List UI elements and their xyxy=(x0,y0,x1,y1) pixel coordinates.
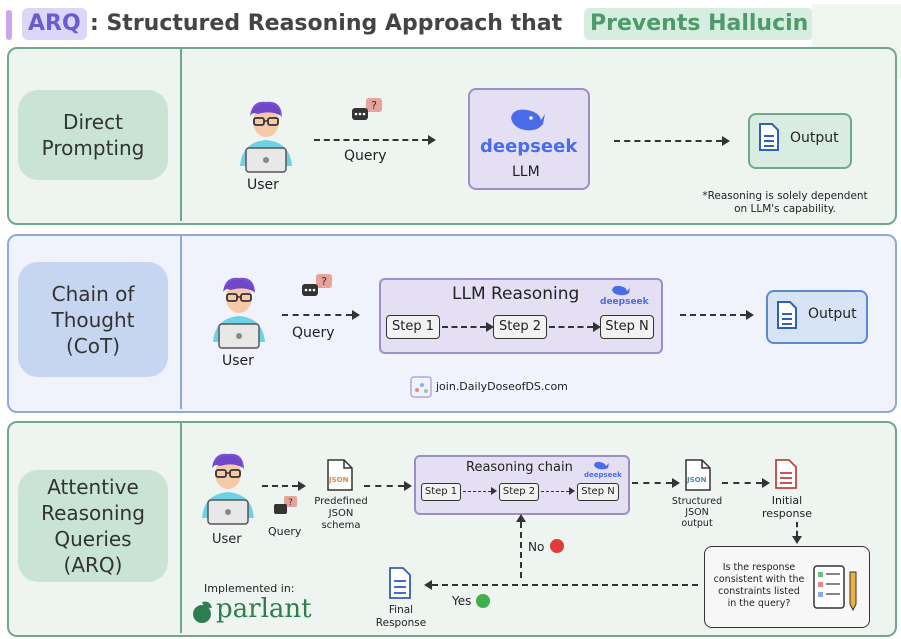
json-file-icon xyxy=(327,459,353,491)
svg-text:?: ? xyxy=(371,99,377,112)
user-label: User xyxy=(222,353,254,369)
output-label: Output xyxy=(808,306,857,322)
deepseek-brand: deepseek xyxy=(480,136,578,157)
final-document-icon xyxy=(389,567,411,599)
user-icon xyxy=(240,101,292,173)
query-label: Query xyxy=(292,325,335,341)
output-arrow-line xyxy=(680,314,746,316)
query-arrowhead xyxy=(352,310,360,320)
step-n: Step N xyxy=(577,483,619,501)
title-accent-bar xyxy=(6,10,12,40)
output-arrow-line xyxy=(614,140,722,142)
document-icon xyxy=(777,301,797,329)
deepseek-brand: deepseek xyxy=(584,471,622,479)
step-arrowhead xyxy=(569,487,575,495)
output-arrowhead xyxy=(746,310,754,320)
svg-text:?: ? xyxy=(288,498,293,508)
step-arrow-line xyxy=(442,326,486,328)
step-arrowhead xyxy=(486,322,494,332)
yes-label: Yes xyxy=(452,594,472,608)
chat-question-icon: ? xyxy=(352,98,382,120)
json-file-icon xyxy=(685,459,711,491)
user-label: User xyxy=(247,177,279,193)
initial-arrow-line xyxy=(722,482,762,484)
schema-arrowhead xyxy=(404,481,412,491)
panel-divider xyxy=(180,236,182,409)
title-arq: ARQ xyxy=(22,8,87,40)
checklist-icon xyxy=(813,565,857,612)
panel-divider xyxy=(180,49,182,221)
json-tag: JSON xyxy=(687,476,707,484)
output-arrowhead xyxy=(722,136,730,146)
llm-box xyxy=(468,88,590,190)
chat-question-icon: ? xyxy=(274,496,297,514)
title-highlight: Prevents Hallucin xyxy=(584,8,815,40)
step-arrowhead xyxy=(593,322,601,332)
output-label: Output xyxy=(790,130,839,146)
step-arrow-line xyxy=(549,326,593,328)
user-label: User xyxy=(212,532,242,547)
step-2: Step 2 xyxy=(499,483,539,501)
reasoning-chain-title: Reasoning chain xyxy=(466,460,573,475)
user-icon xyxy=(213,277,265,349)
user-icon xyxy=(202,453,254,525)
query-arrow-line xyxy=(282,314,352,316)
initial-arrowhead xyxy=(762,478,770,488)
yes-arrow-line xyxy=(432,584,698,586)
no-loop-arrowhead xyxy=(516,514,526,522)
deepseek-brand: deepseek xyxy=(600,297,649,307)
no-loop-line xyxy=(520,522,522,578)
step-arrow-line xyxy=(541,491,569,492)
svg-text:?: ? xyxy=(321,275,327,288)
whale-logo-icon xyxy=(594,461,609,470)
step-arrowhead xyxy=(491,487,497,495)
step-n: Step N xyxy=(600,315,654,339)
query-arrowhead xyxy=(298,481,306,491)
no-label: No xyxy=(528,540,545,554)
parlant-brand: parlant xyxy=(216,594,312,624)
step-1: Step 1 xyxy=(386,315,440,339)
query-arrowhead xyxy=(428,135,436,145)
yes-arrowhead xyxy=(424,580,432,590)
llm-label: LLM xyxy=(512,164,540,180)
query-label: Query xyxy=(344,148,387,164)
yes-green-dot xyxy=(476,594,490,608)
json-tag: JSON xyxy=(329,476,349,484)
watermark-logo-icon xyxy=(410,376,432,398)
panel-divider xyxy=(180,423,182,633)
implemented-label: Implemented in: xyxy=(204,582,295,595)
no-red-dot xyxy=(550,539,564,553)
llm-reasoning-title: LLM Reasoning xyxy=(452,284,580,304)
parlant-logo-icon xyxy=(193,601,212,623)
watermark-text: join.DailyDoseofDS.com xyxy=(436,380,568,393)
structured-arrow-line xyxy=(632,482,672,484)
schema-arrow-line xyxy=(364,485,404,487)
whale-logo-icon xyxy=(612,285,630,296)
step-1: Step 1 xyxy=(421,483,461,501)
query-arrow-line xyxy=(314,139,428,141)
document-icon xyxy=(759,123,779,151)
query-label: Query xyxy=(268,525,302,538)
whale-logo-icon xyxy=(511,109,545,131)
title-text: : Structured Reasoning Approach that xyxy=(90,11,563,36)
step-2: Step 2 xyxy=(493,315,547,339)
check-arrow-line xyxy=(796,522,798,536)
query-arrow-line xyxy=(262,485,298,487)
response-document-icon xyxy=(775,459,797,489)
structured-arrowhead xyxy=(672,478,680,488)
step-arrow-line xyxy=(463,491,491,492)
chat-question-icon: ? xyxy=(302,274,332,296)
check-arrowhead xyxy=(792,536,802,544)
